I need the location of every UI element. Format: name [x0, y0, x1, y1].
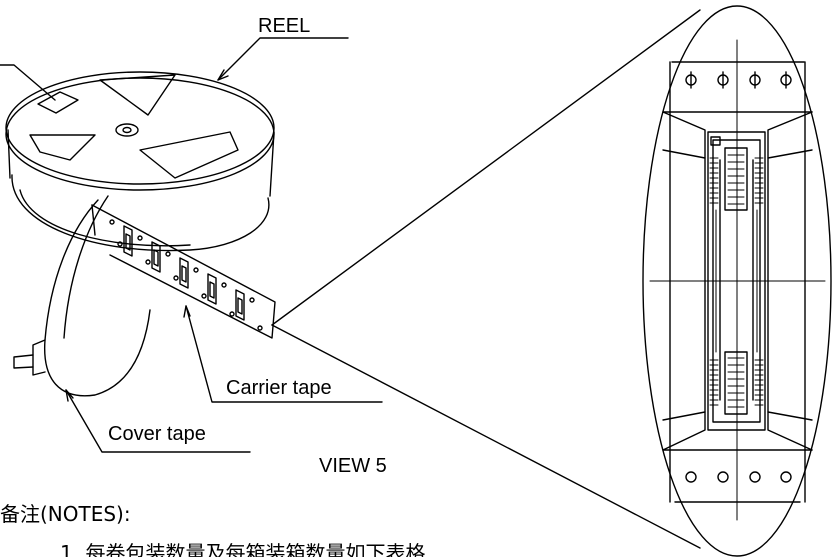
- reel-label-patch: [37, 91, 79, 114]
- carrier-tape: [91, 204, 383, 403]
- reel-window-right: [139, 131, 239, 179]
- detail-sprocket-holes-bottom: [685, 471, 792, 483]
- notes-line-1: 1. 每卷包装数量及每箱装箱数量如下表格: [60, 541, 425, 557]
- carrier-tape-pockets: [123, 225, 245, 321]
- reel-window-left: [29, 134, 96, 161]
- view-label: VIEW 5: [319, 455, 387, 477]
- reel-window-top: [99, 74, 176, 116]
- detail-sprocket-holes-top: [685, 71, 792, 89]
- projection-line-bottom: [271, 324, 701, 549]
- projection-line-top: [271, 9, 701, 326]
- reel-label: REEL: [258, 15, 310, 37]
- connector-component: [707, 131, 766, 431]
- view-5-detail: [642, 5, 832, 557]
- reel-front-flange: [5, 71, 275, 185]
- reel: [0, 37, 349, 252]
- detail-ellipse: [642, 5, 832, 557]
- cover-tape: [13, 195, 251, 453]
- notes-heading: 备注(NOTES):: [0, 502, 131, 526]
- carrier-tape-label: Carrier tape: [226, 377, 332, 399]
- reel-hub: [115, 123, 139, 137]
- cover-tape-label: Cover tape: [108, 423, 206, 445]
- carrier-tape-sprocket-holes: [109, 219, 263, 331]
